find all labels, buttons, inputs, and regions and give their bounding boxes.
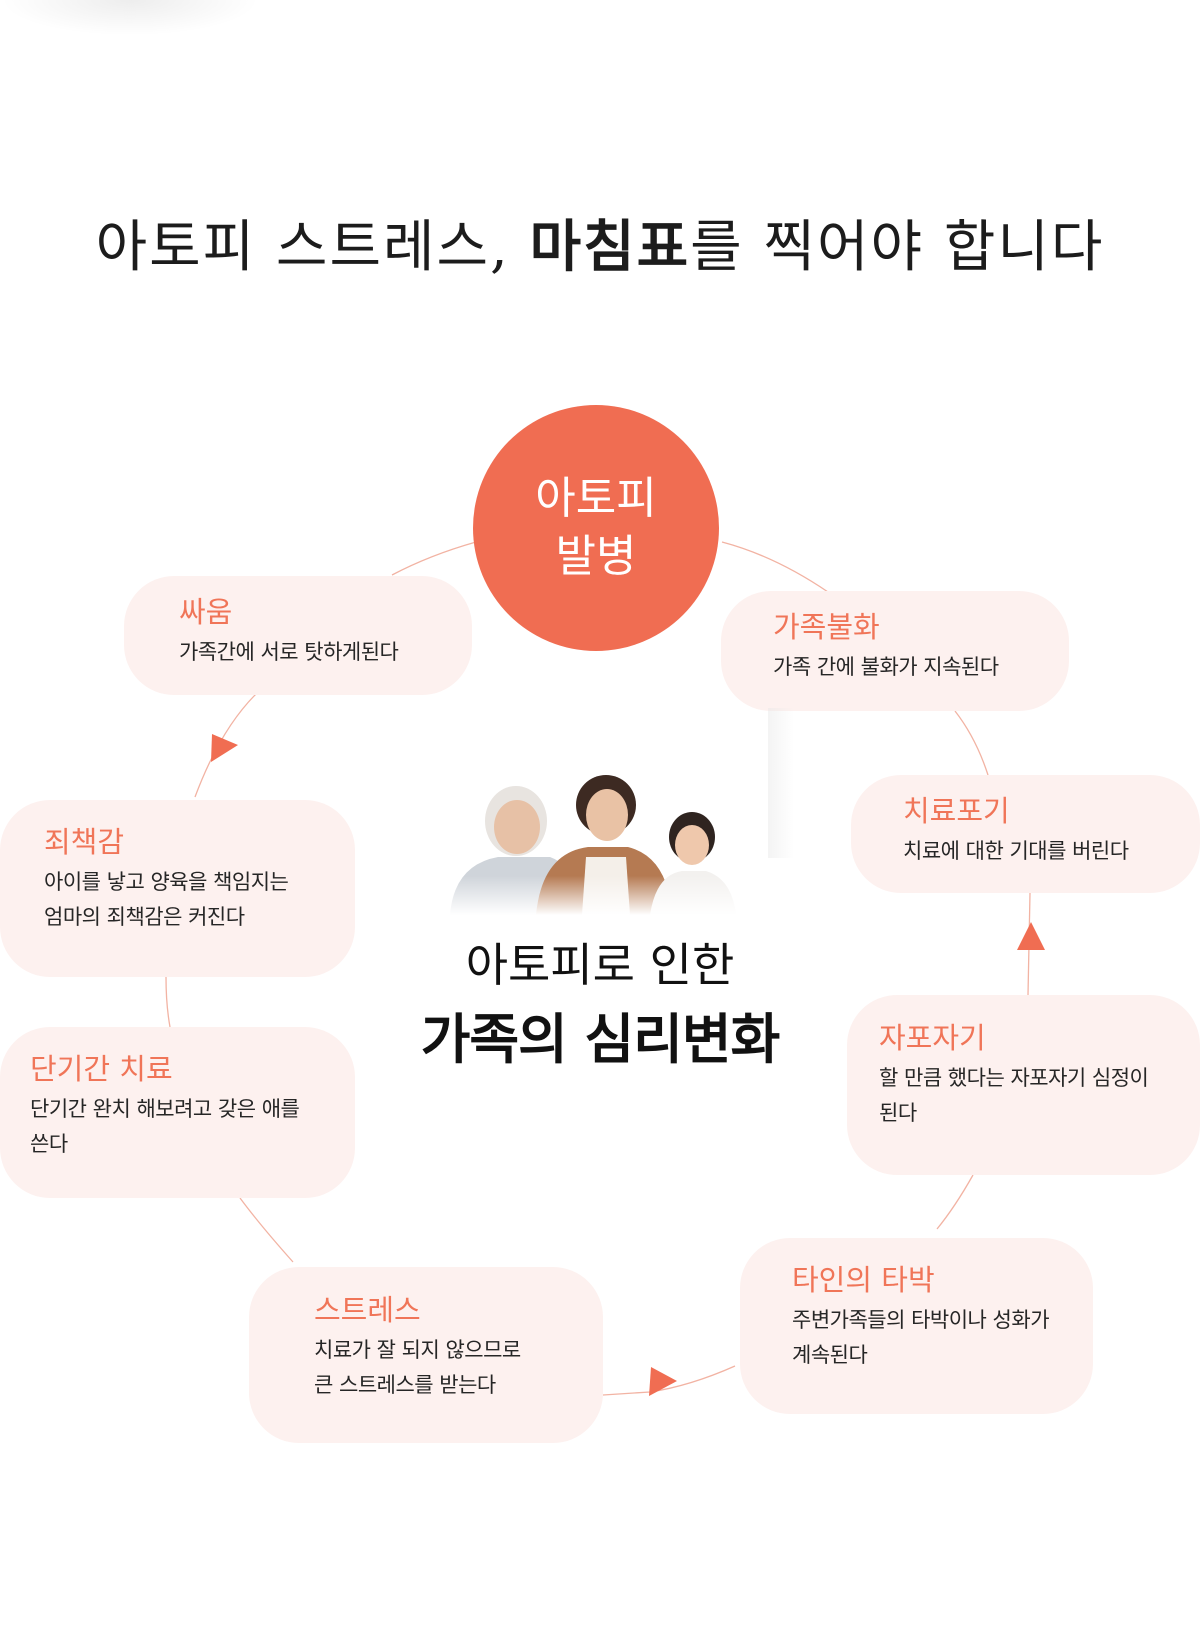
connector-circle-to-family-discord xyxy=(721,541,829,593)
faint-divider-decoration xyxy=(768,708,794,858)
card-desc: 치료에 대한 기대를 버린다 xyxy=(903,839,1129,863)
card-give-up-treatment: 치료포기 치료에 대한 기대를 버린다 xyxy=(851,775,1200,893)
card-desc-line2: 큰 스트레스를 받는다 xyxy=(314,1373,496,1397)
card-desc-line2: 엄마의 죄책감은 커진다 xyxy=(44,905,245,929)
card-guilt: 죄책감 아이를 낳고 양육을 책임지는 엄마의 죄책감은 커진다 xyxy=(0,800,355,977)
headline-part2: 를 찍어야 합니다 xyxy=(690,215,1105,280)
headline-emphasis: 마침표 xyxy=(529,214,691,280)
card-desc-line2: 된다 xyxy=(879,1101,917,1125)
card-desc-line2: 계속된다 xyxy=(792,1343,868,1367)
top-shadow-decoration xyxy=(0,0,260,36)
card-title: 타인의 타박 xyxy=(792,1263,935,1297)
card-title: 치료포기 xyxy=(903,794,1010,828)
page-headline: 아토피 스트레스, 마침표를 찍어야 합니다 xyxy=(0,212,1200,283)
card-family-discord: 가족불화 가족 간에 불화가 지속된다 xyxy=(721,591,1069,711)
card-title: 자포자기 xyxy=(879,1021,986,1055)
card-short-term-treatment: 단기간 치료 단기간 완치 해보려고 갖은 애를 쓴다 xyxy=(0,1027,355,1198)
card-despair: 자포자기 할 만큼 했다는 자포자기 심정이 된다 xyxy=(847,995,1200,1175)
card-desc-line1: 아이를 낳고 양육을 책임지는 xyxy=(44,870,289,894)
card-desc-line2: 쓴다 xyxy=(30,1132,68,1156)
connector-guilt-to-fight xyxy=(194,693,257,798)
atopy-onset-circle: 아토피 발병 xyxy=(473,405,719,651)
card-title: 단기간 치료 xyxy=(30,1052,173,1086)
connector-despair-to-blame xyxy=(936,1174,974,1230)
headline-part1: 아토피 스트레스, xyxy=(95,215,530,280)
triangle-arrow-icon xyxy=(649,1367,677,1396)
card-title: 싸움 xyxy=(179,595,233,629)
card-desc-line1: 할 만큼 했다는 자포자기 심정이 xyxy=(879,1066,1149,1090)
card-desc-line1: 주변가족들의 타박이나 성화가 xyxy=(792,1308,1050,1332)
card-desc-line1: 치료가 잘 되지 않으므로 xyxy=(314,1338,521,1362)
card-title: 가족불화 xyxy=(773,610,880,644)
center-title: 가족의 심리변화 xyxy=(420,1008,781,1071)
card-fight: 싸움 가족간에 서로 탓하게된다 xyxy=(124,576,472,695)
connector-shortterm-to-guilt xyxy=(165,976,171,1028)
card-desc-line1: 단기간 완치 해보려고 갖은 애를 xyxy=(30,1097,300,1121)
connector-stress-to-shortterm xyxy=(239,1197,294,1263)
circle-line2: 발병 xyxy=(555,531,637,582)
triangle-arrow-icon xyxy=(1017,922,1045,950)
connector-fight-to-circle xyxy=(391,541,477,576)
card-title: 죄책감 xyxy=(44,825,125,859)
circle-line1: 아토피 xyxy=(535,473,657,524)
card-desc: 가족간에 서로 탓하게된다 xyxy=(179,640,399,664)
connector-family-discord-to-quit xyxy=(954,710,989,776)
center-subtitle: 아토피로 인한 xyxy=(465,938,735,992)
card-blame-from-others: 타인의 타박 주변가족들의 타박이나 성화가 계속된다 xyxy=(740,1238,1093,1414)
card-desc: 가족 간에 불화가 지속된다 xyxy=(773,655,999,679)
family-illustration xyxy=(450,775,740,915)
triangle-arrow-icon xyxy=(211,734,238,762)
card-stress: 스트레스 치료가 잘 되지 않으므로 큰 스트레스를 받는다 xyxy=(249,1267,603,1443)
card-title: 스트레스 xyxy=(314,1293,421,1327)
